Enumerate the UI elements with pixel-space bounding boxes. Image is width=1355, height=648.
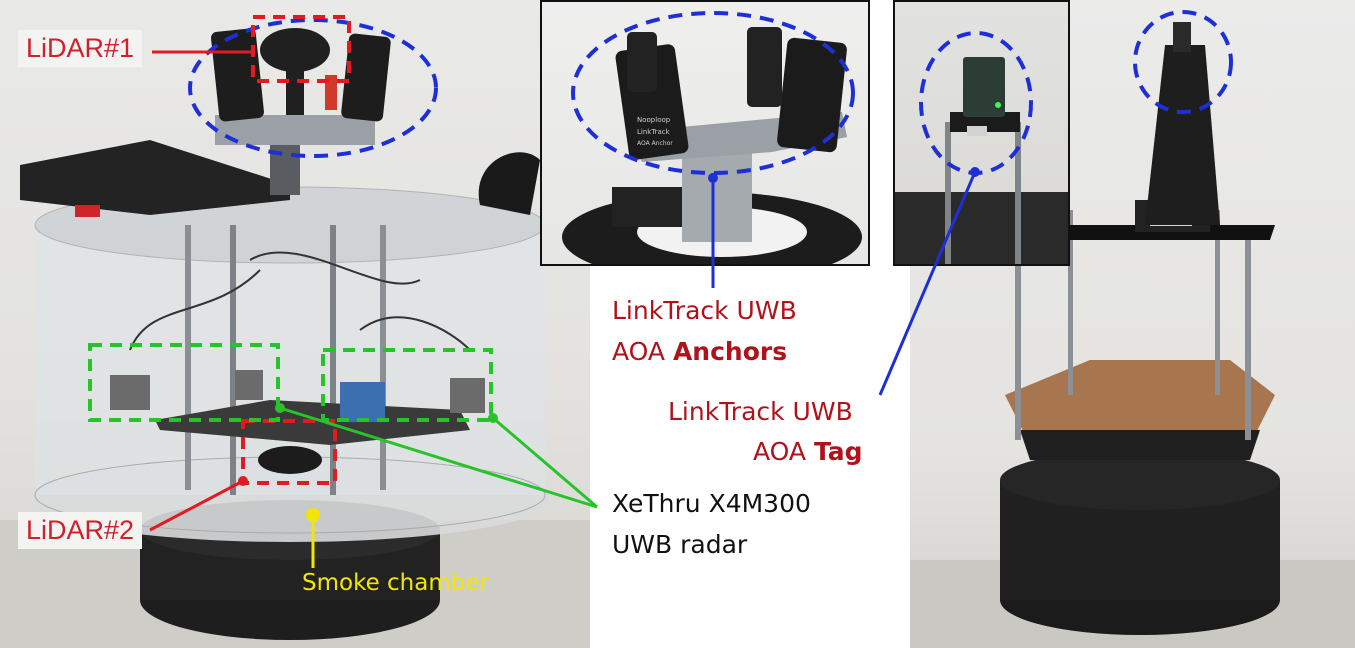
anchors-highlight-ellipse [188, 18, 438, 158]
lidar2-leader-dot [238, 476, 248, 486]
anchor-device-module: LinkTrack [637, 128, 671, 136]
anchors-label-line1: LinkTrack UWB [612, 296, 797, 325]
lidar2-label: LiDAR#2 [18, 512, 143, 550]
anchors-inset-highlight-ellipse [571, 11, 855, 175]
anchor-device-type: AOA Anchor [637, 140, 673, 147]
right-robot-illustration [910, 22, 1355, 648]
tag-inset-highlight-ellipse [919, 31, 1033, 175]
tag-label-line1: LinkTrack UWB [668, 397, 853, 426]
tag-closeup-inset [893, 0, 1070, 266]
anchors-leader-dot [708, 173, 718, 183]
radar-label-line1: XeThru X4M300 [612, 489, 811, 518]
radar-leader-line-left [279, 406, 598, 509]
radar-leader-dot-right [488, 413, 498, 423]
tag-highlight-ellipse [1133, 10, 1233, 114]
lidar1-highlight-box [251, 15, 351, 83]
tag-label-line2: AOA Tag [753, 437, 863, 466]
tag-leader-line [878, 171, 977, 396]
tag-closeup-illustration [895, 57, 1068, 264]
lidar2-highlight-box [241, 419, 337, 485]
smoke-leader-dot [306, 508, 320, 522]
radar-right-highlight-box [321, 348, 493, 422]
lidar2-leader-line [149, 479, 244, 532]
radar-left-highlight-box [88, 343, 280, 422]
right-robot-photo [910, 0, 1355, 648]
radar-label-line2: UWB radar [612, 530, 748, 559]
tag-leader-dot [970, 167, 980, 177]
radar-leader-dot-left [275, 403, 285, 413]
lidar1-label: LiDAR#1 [18, 30, 143, 68]
anchors-label-line2: AOA Anchors [612, 337, 788, 366]
anchor-device-brand: Nooploop [637, 116, 671, 124]
radar-leader-line-right [492, 416, 598, 509]
smoke-chamber-label: Smoke chamber [302, 570, 489, 596]
